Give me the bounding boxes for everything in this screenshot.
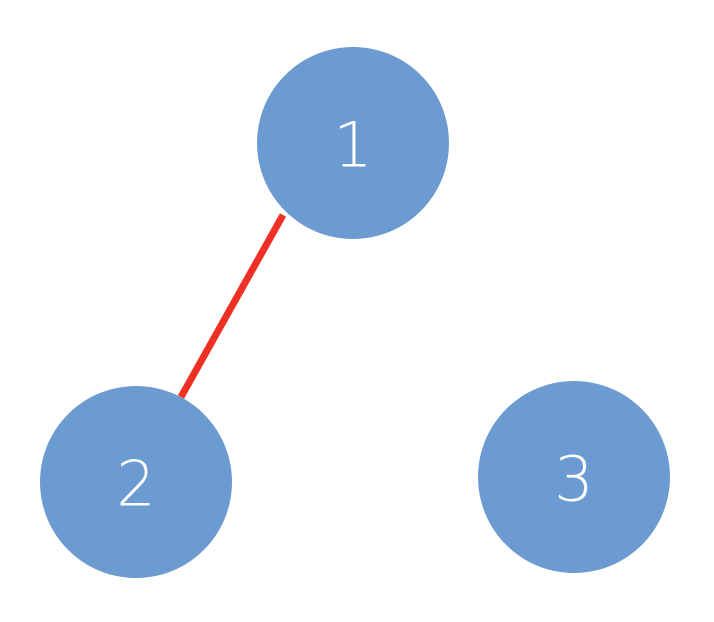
node-layer: 1 2 3	[40, 47, 670, 578]
graph-node-1[interactable]: 1	[257, 47, 449, 239]
node-1-circle[interactable]	[257, 47, 449, 239]
edge-layer	[177, 213, 287, 399]
graph-node-3[interactable]: 3	[478, 381, 670, 573]
graph-node-2[interactable]: 2	[40, 386, 232, 578]
node-2-circle[interactable]	[40, 386, 232, 578]
node-3-circle[interactable]	[478, 381, 670, 573]
graph-edge-1-2[interactable]	[177, 213, 287, 399]
